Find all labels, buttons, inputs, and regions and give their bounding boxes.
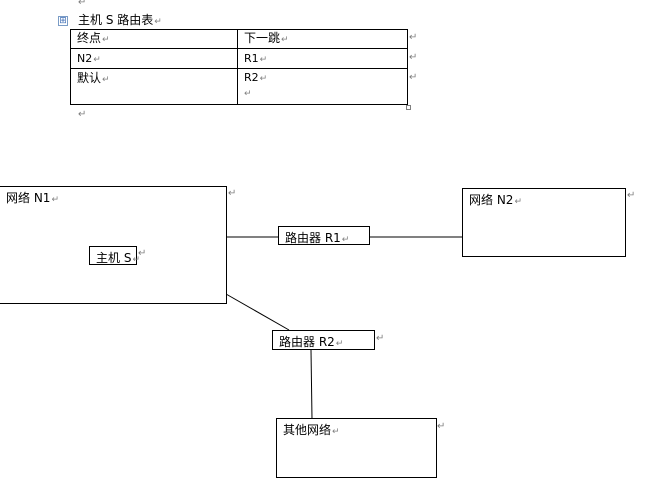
other-networks-label: 其他网络↵ xyxy=(283,423,340,437)
host-s-box[interactable]: 主机 S↵ xyxy=(89,246,140,265)
network-n2-box[interactable]: 网络 N2↵ xyxy=(462,188,626,257)
paragraph-mark: ↵ xyxy=(228,188,237,199)
table-row: 默认↵ R2↵↵ xyxy=(70,68,408,105)
row-end-mark: ↵ xyxy=(409,32,418,43)
paragraph-mark: ↵ xyxy=(332,427,340,437)
paragraph-mark: ↵ xyxy=(154,17,162,27)
paragraph-mark: ↵ xyxy=(244,89,252,99)
paragraph-mark: ↵ xyxy=(78,109,87,120)
network-n1-label: 网络 N1↵ xyxy=(6,191,59,205)
other-networks-box[interactable]: 其他网络↵ xyxy=(276,418,437,478)
host-s-label: 主机 S↵ xyxy=(96,251,140,265)
table-row: N2↵ R1↵ xyxy=(70,48,408,69)
table-move-handle-icon[interactable]: ⊞ xyxy=(58,16,68,26)
paragraph-mark: ↵ xyxy=(335,339,344,349)
paragraph-mark: ↵ xyxy=(627,190,636,201)
router-r1-label: 路由器 R1↵ xyxy=(285,231,350,245)
routing-table: 终点↵ 下一跳↵ N2↵ R1↵ 默认↵ R2↵↵ xyxy=(70,29,408,105)
table-resize-handle[interactable] xyxy=(406,105,411,110)
link-n1-r2 xyxy=(225,293,290,331)
paragraph-mark: ↵ xyxy=(51,195,59,205)
paragraph-mark: ↵ xyxy=(78,0,87,8)
paragraph-mark: ↵ xyxy=(341,235,350,245)
paragraph-mark: ↵ xyxy=(376,333,385,344)
paragraph-mark: ↵ xyxy=(132,255,140,265)
router-r1-box[interactable]: 路由器 R1↵ xyxy=(278,226,370,245)
router-r2-label: 路由器 R2↵ xyxy=(279,335,344,349)
paragraph-mark: ↵ xyxy=(437,421,446,432)
table-header-row: 终点↵ 下一跳↵ xyxy=(70,29,408,49)
router-r2-box[interactable]: 路由器 R2↵ xyxy=(272,330,375,350)
table-title-text: 主机 S 路由表 xyxy=(78,13,154,27)
network-n2-label: 网络 N2↵ xyxy=(469,193,522,207)
row-end-mark: ↵ xyxy=(409,52,418,63)
table-cell[interactable]: R2↵↵ xyxy=(237,68,408,105)
paragraph-mark: ↵ xyxy=(138,248,147,259)
row-end-mark: ↵ xyxy=(409,72,418,83)
link-r2-other xyxy=(310,349,313,420)
table-header-cell[interactable]: 终点↵ xyxy=(70,29,238,49)
paragraph-mark: ↵ xyxy=(514,197,522,207)
network-n1-box[interactable]: 网络 N1↵ xyxy=(0,186,227,304)
table-title: 主机 S 路由表↵ xyxy=(78,13,162,29)
